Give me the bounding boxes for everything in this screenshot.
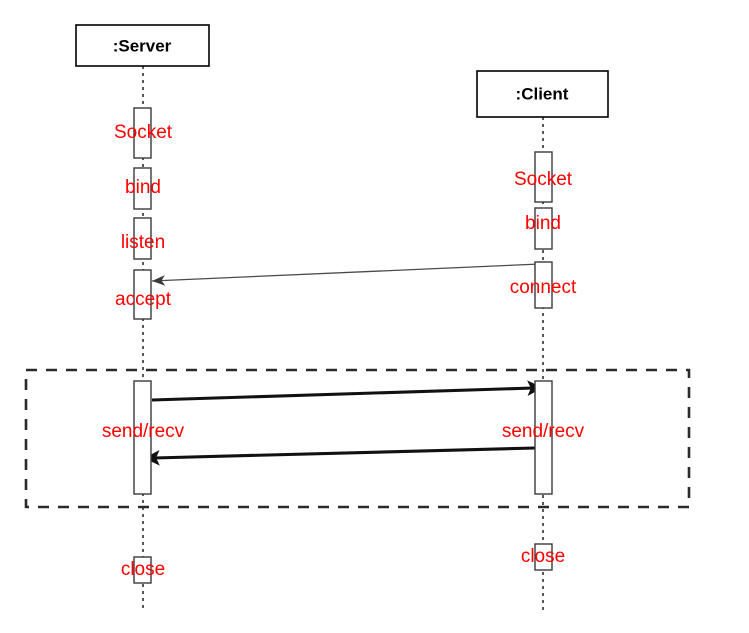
label-server-socket: Socket bbox=[114, 122, 173, 143]
label-server-sendrecv: send/recv bbox=[102, 421, 185, 442]
label-server-listen: listen bbox=[121, 232, 165, 253]
lifelines-group bbox=[142, 66, 544, 612]
activation-client-connect[interactable] bbox=[534, 261, 553, 309]
label-client-sendrecv: send/recv bbox=[502, 421, 585, 442]
label-client-socket: Socket bbox=[514, 169, 573, 190]
participant-client-label: :Client bbox=[516, 84, 569, 103]
label-client-bind: bind bbox=[525, 213, 561, 234]
activation-server-listen[interactable] bbox=[133, 217, 152, 260]
label-server-close: close bbox=[121, 559, 165, 580]
participant-server-box[interactable] bbox=[75, 24, 210, 67]
participant-client[interactable]: :Client bbox=[476, 70, 609, 118]
activation-client-sendrecv[interactable] bbox=[534, 380, 553, 495]
message-connect-arrow bbox=[151, 263, 541, 286]
label-client-close: close bbox=[521, 546, 565, 567]
activation-server-accept[interactable] bbox=[133, 269, 152, 320]
participant-client-box[interactable] bbox=[476, 70, 609, 118]
message-recv-arrow bbox=[144, 446, 536, 466]
participant-server-label: :Server bbox=[113, 36, 172, 55]
activation-server-sendrecv[interactable] bbox=[133, 380, 152, 495]
message-send-arrow bbox=[151, 380, 543, 402]
activation-client-socket[interactable] bbox=[534, 151, 553, 203]
label-server-accept: accept bbox=[115, 289, 172, 310]
activations-group bbox=[133, 107, 553, 584]
messages-group bbox=[144, 263, 543, 466]
activation-server-bind[interactable] bbox=[133, 167, 152, 210]
activation-server-socket[interactable] bbox=[133, 107, 152, 159]
label-server-bind: bind bbox=[125, 177, 161, 198]
activation-client-bind[interactable] bbox=[534, 207, 553, 250]
participant-server[interactable]: :Server bbox=[75, 24, 210, 67]
activation-client-close[interactable] bbox=[534, 543, 553, 571]
label-client-connect: connect bbox=[510, 277, 577, 298]
activation-server-close[interactable] bbox=[133, 556, 152, 584]
activation-labels-group: Socket bind listen accept send/recv clos… bbox=[102, 122, 585, 580]
